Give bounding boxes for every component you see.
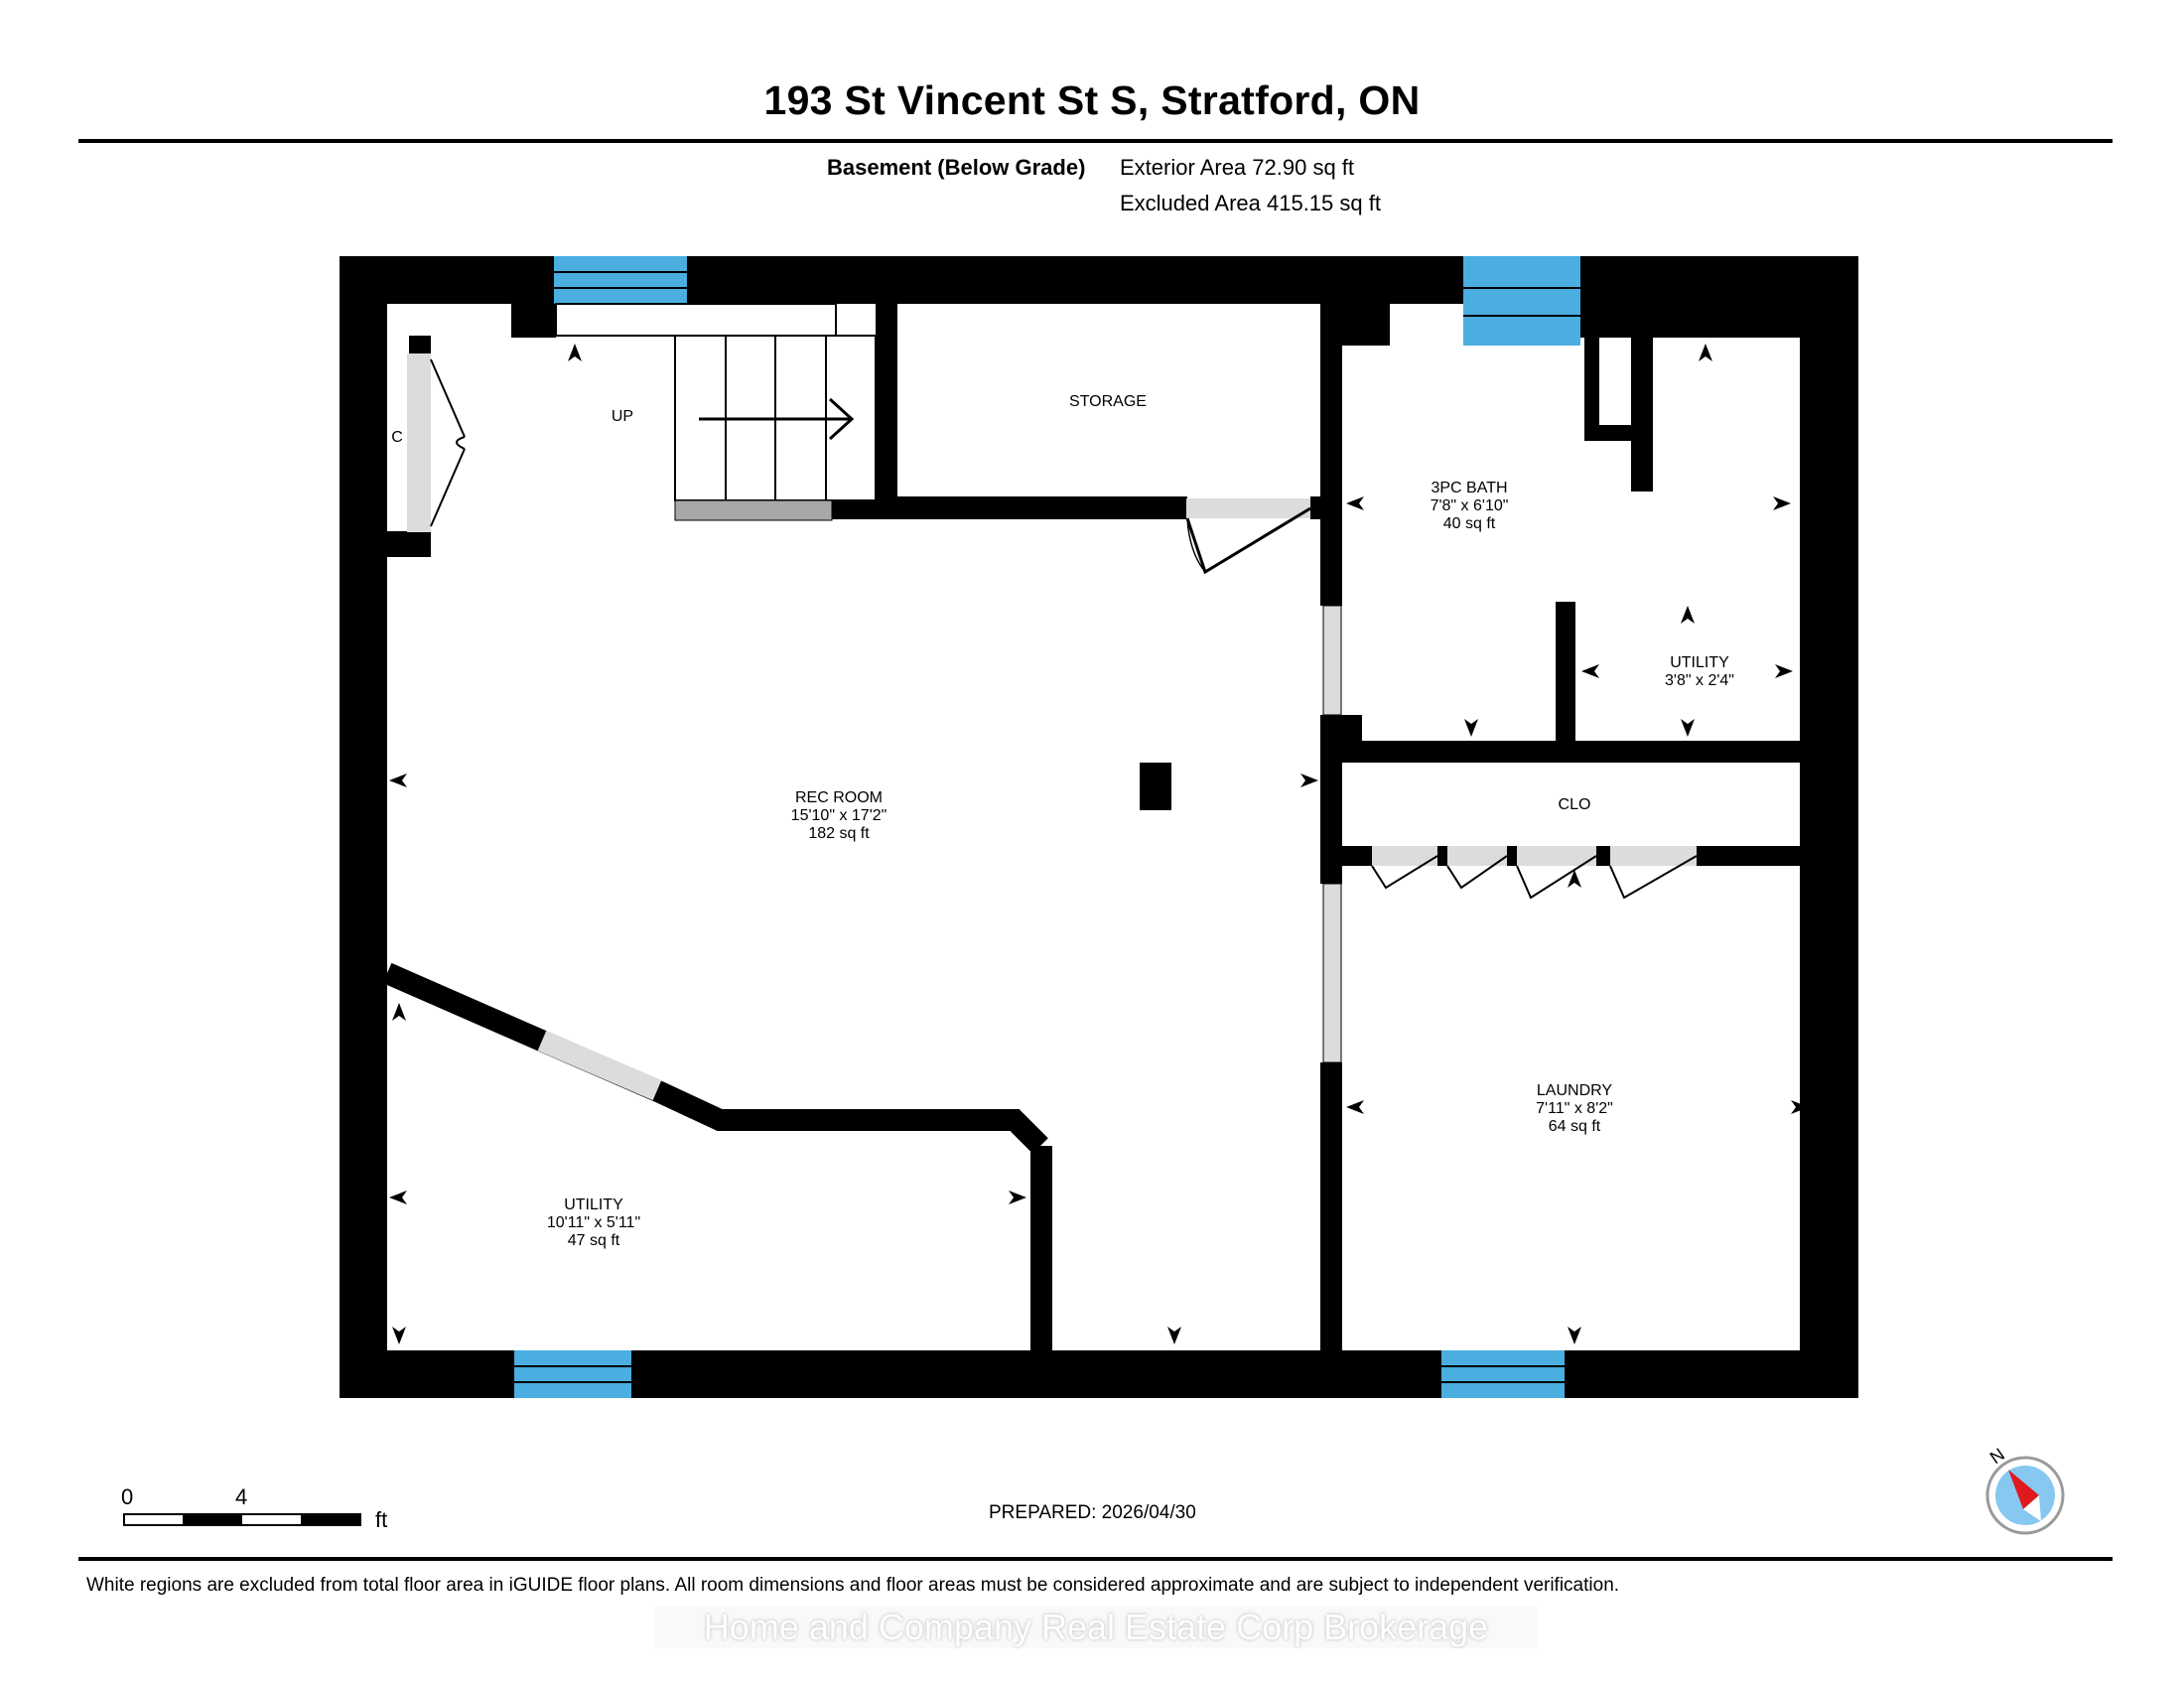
brokerage-watermark: Home and Company Real Estate Corp Broker… bbox=[655, 1607, 1537, 1648]
scale-tick-0: 0 bbox=[121, 1484, 134, 1509]
room-rec-name: REC ROOM bbox=[795, 789, 883, 806]
room-closet-label: CLO bbox=[1559, 796, 1591, 813]
room-utility-large-area: 47 sq ft bbox=[568, 1232, 620, 1249]
room-laundry-name: LAUNDRY bbox=[1537, 1082, 1613, 1099]
room-utility-small-name: UTILITY bbox=[1670, 654, 1729, 671]
room-utility-large-dims: 10'11" x 5'11" bbox=[547, 1214, 640, 1231]
room-laundry-dims: 7'11" x 8'2" bbox=[1536, 1100, 1613, 1117]
footer-divider bbox=[78, 1557, 2113, 1561]
page-title: 193 St Vincent St S, Stratford, ON bbox=[763, 77, 1421, 123]
scale-tick-2: 4 bbox=[235, 1484, 248, 1509]
doors bbox=[407, 353, 1698, 1063]
header-divider bbox=[78, 139, 2113, 143]
utility-angled-wall bbox=[382, 962, 1048, 1154]
disclaimer-text: White regions are excluded from total fl… bbox=[86, 1575, 1620, 1596]
scale-unit: ft bbox=[375, 1507, 388, 1532]
room-rec-area: 182 sq ft bbox=[808, 825, 870, 842]
room-laundry-area: 64 sq ft bbox=[1549, 1118, 1601, 1135]
level-label: Basement (Below Grade) bbox=[827, 155, 1086, 180]
excluded-area-text: Excluded Area 415.15 sq ft bbox=[1120, 191, 1381, 215]
staircase bbox=[555, 303, 877, 521]
window-top-left bbox=[554, 256, 687, 304]
prepared-date: PREPARED: 2026/04/30 bbox=[989, 1502, 1196, 1523]
interior-walls bbox=[387, 304, 1809, 1352]
room-bath-dims: 7'8" x 6'10" bbox=[1431, 497, 1509, 514]
room-bath-area: 40 sq ft bbox=[1443, 515, 1496, 532]
windows bbox=[514, 256, 1580, 1398]
utility-opening bbox=[537, 1030, 662, 1101]
closet-small-label: C bbox=[391, 429, 403, 446]
room-storage-label: STORAGE bbox=[1069, 393, 1147, 410]
room-utility-large-name: UTILITY bbox=[564, 1196, 623, 1213]
exterior-area-text: Exterior Area 72.90 sq ft bbox=[1120, 155, 1355, 180]
window-bottom-left bbox=[514, 1350, 631, 1398]
dimension-arrows bbox=[389, 344, 1809, 1344]
window-top-right bbox=[1463, 256, 1580, 346]
compass-icon: N bbox=[1985, 1444, 2065, 1535]
scale-bar bbox=[123, 1513, 361, 1526]
room-rec-dims: 15'10" x 17'2" bbox=[791, 807, 887, 824]
room-utility-small-dims: 3'8" x 2'4" bbox=[1665, 672, 1734, 689]
window-bottom-right bbox=[1441, 1350, 1565, 1398]
stairs-up-label: UP bbox=[612, 408, 633, 425]
room-bath-name: 3PC BATH bbox=[1431, 480, 1507, 496]
